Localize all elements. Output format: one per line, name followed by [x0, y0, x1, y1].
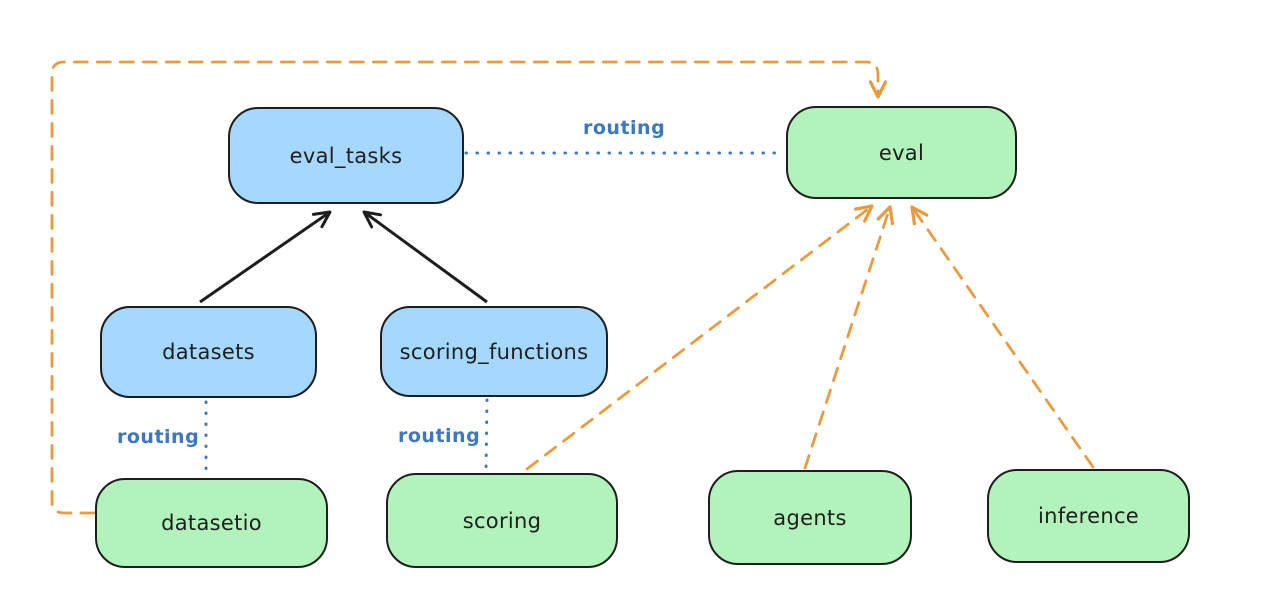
node-label: scoring_functions	[399, 339, 589, 364]
edge-scoring-functions-to-eval-tasks	[362, 210, 488, 304]
edge-scoring-to-eval	[525, 204, 874, 471]
node-datasets: datasets	[100, 306, 317, 398]
edge-label-routing-scoring-functions-scoring: routing	[398, 425, 481, 447]
node-label: inference	[1037, 504, 1140, 528]
node-eval: eval	[786, 106, 1017, 199]
node-scoring-functions: scoring_functions	[380, 306, 608, 397]
edge-label-routing-eval-tasks-eval: routing	[583, 117, 666, 139]
node-label: eval_tasks	[289, 143, 403, 168]
node-label: scoring	[462, 508, 542, 533]
edge-label-routing-datasets-datasetio: routing	[117, 426, 200, 448]
node-label: eval	[878, 140, 925, 165]
edge-datasets-to-eval-tasks	[199, 210, 332, 304]
edge-scoring-functions-to-scoring-routing	[484, 398, 489, 472]
node-label: agents	[773, 505, 847, 530]
node-label: datasets	[162, 340, 255, 364]
edge-datasetio-to-eval	[50, 60, 888, 515]
edge-inference-to-eval	[910, 205, 1095, 469]
node-inference: inference	[987, 469, 1190, 563]
node-agents: agents	[708, 470, 912, 565]
node-label: datasetio	[161, 511, 262, 535]
node-eval-tasks: eval_tasks	[228, 107, 464, 204]
node-datasetio: datasetio	[95, 478, 328, 568]
edge-agents-to-eval	[803, 205, 895, 470]
node-scoring: scoring	[386, 473, 618, 568]
